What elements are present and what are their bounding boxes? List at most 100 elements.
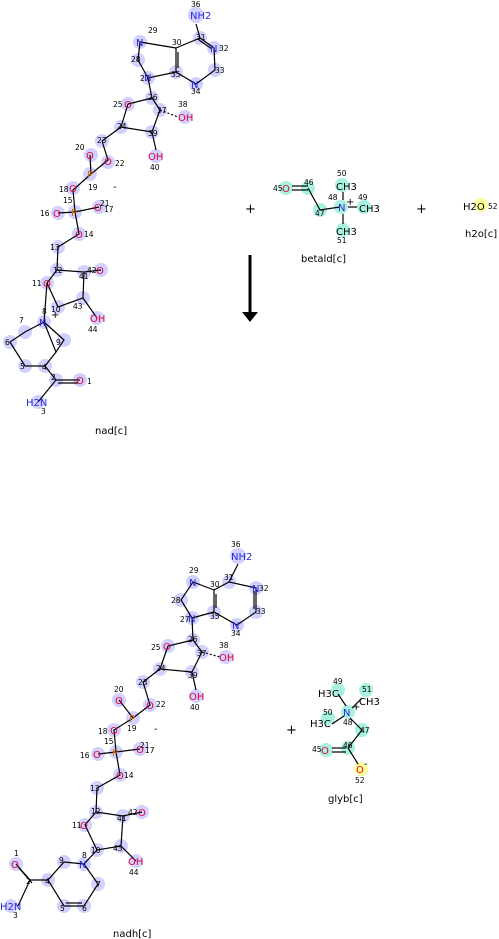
atom-number: 42 <box>128 808 138 817</box>
molecule-betald: O N CH3 CH3 CH3 + 45 46 47 48 50 49 51 b… <box>273 169 380 265</box>
atom-number: 1 <box>87 377 92 386</box>
atom-numbers: 36 29 30 31 32 28 33 27 35 34 26 25 38 3… <box>13 540 269 920</box>
atom-number: 4 <box>45 877 50 886</box>
n-label: N <box>232 621 239 632</box>
atom-number: 38 <box>178 100 188 109</box>
h2n-label: H2N <box>0 902 21 913</box>
atom-number: 28 <box>131 55 141 64</box>
ch3-label: CH3 <box>336 182 357 193</box>
atom-number: 30 <box>210 580 220 589</box>
plus-sign: + <box>245 202 256 217</box>
atom-number: 33 <box>215 66 225 75</box>
n-label: N <box>136 38 143 49</box>
atom-number: 2 <box>26 877 31 886</box>
n-label: N <box>79 860 86 871</box>
o-label: O <box>94 203 102 214</box>
atom-number: 41 <box>117 814 127 823</box>
plus-label: + <box>352 702 360 713</box>
o-label: O <box>115 696 123 707</box>
atom-number: 23 <box>97 136 107 145</box>
oh-label: OH <box>128 857 143 868</box>
atom-number: 25 <box>113 100 123 109</box>
atom-number: 21 <box>140 741 150 750</box>
o-label: O <box>104 157 112 168</box>
o-label: O <box>75 230 83 241</box>
oh-label: OH <box>90 314 105 325</box>
o-label: O <box>11 860 19 871</box>
atom-highlight <box>354 762 368 776</box>
atom-number: 23 <box>138 678 148 687</box>
atom-number: 27 <box>180 615 190 624</box>
minus-label: - <box>113 182 117 193</box>
atom-number: 3 <box>41 407 46 416</box>
molecule-glyb: H3C CH3 H3C N + O O - 49 51 50 48 47 46 … <box>310 677 380 805</box>
atom-number: 17 <box>145 746 155 755</box>
o-label: O <box>321 746 329 757</box>
atom-number: 8 <box>82 851 87 860</box>
atom-number: 43 <box>73 302 83 311</box>
o-label: O <box>93 750 101 761</box>
bonds <box>292 185 357 224</box>
molecule-name-betald: betald[c] <box>301 254 346 265</box>
atom-number: 47 <box>315 209 325 218</box>
h3c-label: H3C <box>318 689 339 700</box>
atom-number: 3 <box>13 911 18 920</box>
atom-number: 24 <box>117 122 127 131</box>
atom-number: 45 <box>312 745 322 754</box>
atom-number: 26 <box>188 635 198 644</box>
o-label: O <box>80 821 88 832</box>
h2n-label: H2N <box>26 398 47 409</box>
atom-number: 11 <box>72 821 82 830</box>
n-label: N <box>191 80 198 91</box>
oh-label: OH <box>148 152 163 163</box>
atom-number: 36 <box>191 0 201 9</box>
atom-number: 21 <box>100 199 110 208</box>
atom-number: 7 <box>19 316 24 325</box>
atom-number: 34 <box>191 87 201 96</box>
atom-number: 51 <box>362 685 372 694</box>
atom-labels: NH2 N N N N O OH OH O O P O O P O O O O … <box>26 11 217 409</box>
n-label: N <box>210 44 217 55</box>
atom-number: 31 <box>224 573 234 582</box>
atom-number: 33 <box>256 607 266 616</box>
n-label: N <box>144 73 151 84</box>
p-label: P <box>71 208 77 219</box>
atom-number: 50 <box>337 169 347 178</box>
p-label: P <box>129 714 135 725</box>
nh2-label: NH2 <box>231 552 252 563</box>
atom-number: 5 <box>20 362 25 371</box>
atom-number: 43 <box>113 844 123 853</box>
atom-number: 45 <box>273 184 283 193</box>
atom-number: 26 <box>148 93 158 102</box>
oh-label: OH <box>219 653 234 664</box>
molecule-name-glyb: glyb[c] <box>328 794 363 805</box>
atom-highlight <box>474 198 488 212</box>
molecule-name-nadh: nadh[c] <box>113 929 152 939</box>
o-label: O <box>53 209 61 220</box>
n-label: N <box>188 614 195 625</box>
atom-number: 38 <box>219 641 229 650</box>
plus-label: + <box>51 310 59 321</box>
atom-number: 49 <box>358 193 368 202</box>
ch3-label: CH3 <box>336 227 357 238</box>
n-label: N <box>338 203 345 214</box>
molecule-name-nad: nad[c] <box>95 426 127 437</box>
atom-number: 52 <box>355 776 365 785</box>
atom-number: 8 <box>42 307 47 316</box>
atom-number: 39 <box>148 129 158 138</box>
atom-number: 48 <box>328 193 338 202</box>
atom-number: 51 <box>337 236 347 245</box>
atom-highlights <box>279 178 371 237</box>
n-label: N <box>252 584 259 595</box>
atom-number: 19 <box>88 183 98 192</box>
atom-number: 1 <box>14 849 19 858</box>
plus-sign: + <box>416 202 427 217</box>
o-label: O <box>138 808 146 819</box>
h2o-label: H2O <box>463 202 485 213</box>
atom-number: 42 <box>87 266 97 275</box>
atom-number: 29 <box>148 26 158 35</box>
atom-number: 15 <box>104 737 114 746</box>
atom-number: 27 <box>140 74 150 83</box>
o-label: O <box>110 726 118 737</box>
